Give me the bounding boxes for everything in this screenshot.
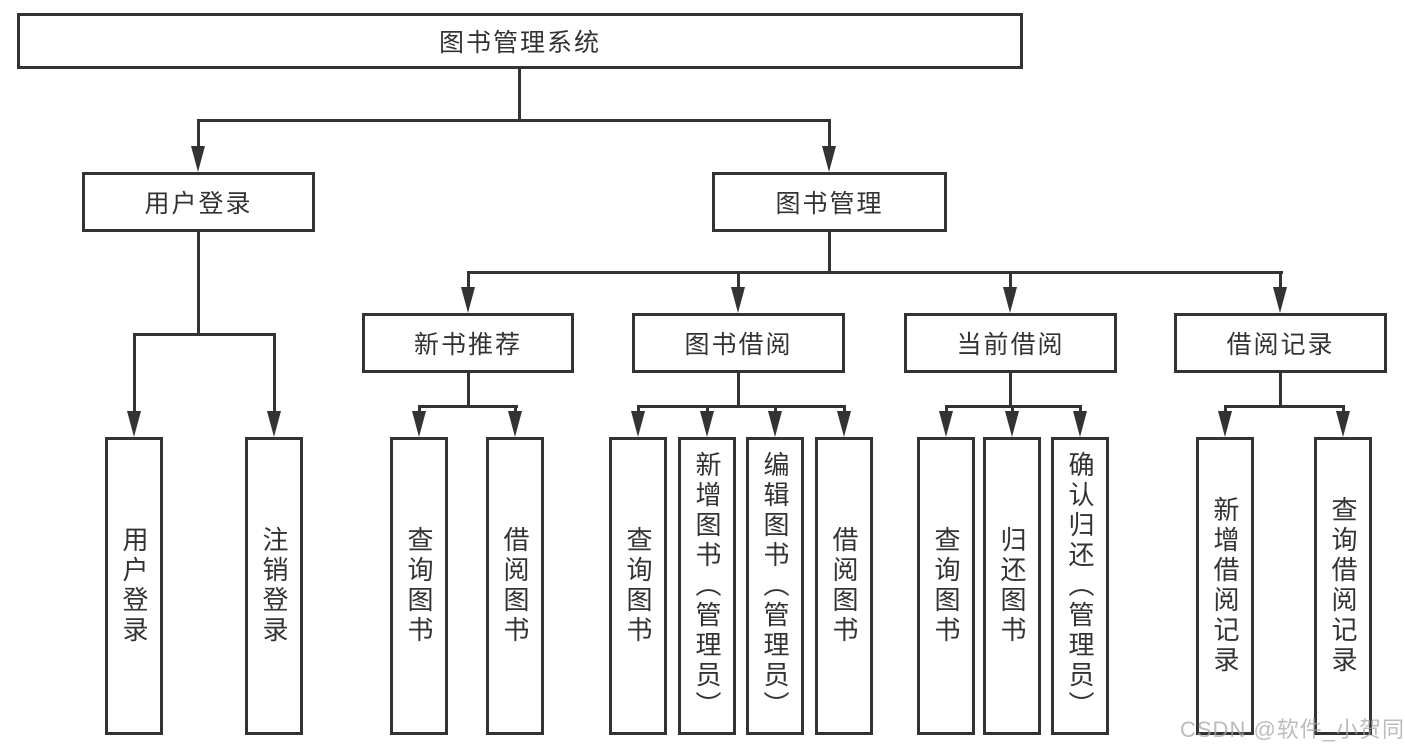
node-new-book-recommendation: 新书推荐 (362, 313, 574, 373)
arrow-down-icon (631, 411, 645, 437)
arrow-down-icon (191, 146, 205, 172)
arrow-down-icon (731, 287, 745, 313)
arrow-down-icon (1073, 411, 1087, 437)
arrow-down-icon (1005, 411, 1019, 437)
node-label: 借阅图书 (500, 526, 530, 646)
connector-line (1279, 271, 1282, 290)
connector-line (1279, 371, 1282, 408)
node-book-management: 图书管理 (712, 172, 947, 232)
arrow-down-icon (1336, 411, 1350, 437)
connector-line (518, 66, 521, 120)
node-label: 图书管理系统 (438, 29, 601, 57)
node-label: 确认归还（管理员） (1065, 451, 1095, 721)
node-borrowing-records: 借阅记录 (1174, 313, 1387, 373)
leaf-query-borrow-record: 查询借阅记录 (1314, 437, 1372, 735)
connector-line (1224, 405, 1227, 414)
connector-line (1079, 405, 1082, 414)
node-label: 查询图书 (404, 526, 434, 646)
connector-line (418, 405, 518, 408)
node-label: 当前借阅 (956, 331, 1065, 359)
connector-line (737, 371, 740, 408)
csdn-watermark: CSDN @软件_小贺同学 (1180, 717, 1405, 742)
connector-line (197, 230, 200, 336)
node-current-borrowing: 当前借阅 (904, 313, 1117, 373)
connector-line (197, 119, 831, 122)
node-label: 用户登录 (144, 190, 253, 218)
leaf-user-login: 用户登录 (105, 437, 163, 735)
connector-line (843, 405, 846, 414)
connector-line (1011, 405, 1014, 414)
connector-line (706, 405, 709, 414)
connector-line (467, 371, 470, 408)
leaf-add-books-admin: 新增图书（管理员） (678, 437, 736, 735)
node-label: 编辑图书（管理员） (760, 451, 790, 721)
leaf-query-books-3: 查询图书 (917, 437, 975, 735)
node-label: 注销登录 (259, 526, 289, 646)
connector-line (467, 271, 1283, 274)
connector-line (737, 271, 740, 290)
leaf-query-books-2: 查询图书 (609, 437, 667, 735)
node-label: 图书管理 (775, 190, 884, 218)
arrow-down-icon (412, 411, 426, 437)
connector-line (637, 405, 846, 408)
arrow-down-icon (1273, 287, 1287, 313)
arrow-down-icon (939, 411, 953, 437)
connector-line (1009, 271, 1012, 290)
node-label: 新书推荐 (413, 331, 522, 359)
connector-line (828, 230, 831, 274)
leaf-borrow-books-2: 借阅图书 (815, 437, 873, 735)
leaf-edit-books-admin: 编辑图书（管理员） (746, 437, 804, 735)
connector-line (133, 333, 276, 336)
arrow-down-icon (461, 287, 475, 313)
node-label: 查询借阅记录 (1328, 496, 1358, 676)
arrow-down-icon (508, 411, 522, 437)
leaf-add-borrow-record: 新增借阅记录 (1196, 437, 1254, 735)
connector-line (467, 271, 470, 290)
arrow-down-icon (837, 411, 851, 437)
connector-line (945, 405, 948, 414)
node-label: 查询图书 (623, 526, 653, 646)
node-label: 归还图书 (997, 526, 1027, 646)
connector-line (1342, 405, 1345, 414)
node-label: 图书借阅 (684, 331, 793, 359)
leaf-return-books: 归还图书 (983, 437, 1041, 735)
node-user-login: 用户登录 (82, 172, 315, 232)
connector-line (514, 405, 517, 414)
arrow-down-icon (768, 411, 782, 437)
arrow-down-icon (822, 146, 836, 172)
arrow-down-icon (127, 411, 141, 437)
leaf-confirm-return-admin: 确认归还（管理员） (1051, 437, 1109, 735)
node-label: 新增借阅记录 (1210, 496, 1240, 676)
leaf-query-books: 查询图书 (390, 437, 448, 735)
leaf-logout: 注销登录 (245, 437, 303, 735)
connector-line (133, 333, 136, 413)
node-label: 借阅记录 (1226, 331, 1335, 359)
connector-line (1009, 371, 1012, 408)
connector-line (273, 333, 276, 413)
connector-line (774, 405, 777, 414)
connector-line (828, 119, 831, 150)
node-label: 用户登录 (119, 526, 149, 646)
node-label: 查询图书 (931, 526, 961, 646)
connector-line (418, 405, 421, 414)
arrow-down-icon (267, 411, 281, 437)
node-label: 新增图书（管理员） (692, 451, 722, 721)
arrow-down-icon (1218, 411, 1232, 437)
leaf-borrow-books: 借阅图书 (486, 437, 544, 735)
connector-line (1224, 405, 1345, 408)
node-label: 借阅图书 (829, 526, 859, 646)
connector-line (197, 119, 200, 150)
connector-line (637, 405, 640, 414)
node-book-borrowing: 图书借阅 (632, 313, 845, 373)
arrow-down-icon (1003, 287, 1017, 313)
arrow-down-icon (700, 411, 714, 437)
node-root-library-management-system: 图书管理系统 (17, 13, 1023, 69)
